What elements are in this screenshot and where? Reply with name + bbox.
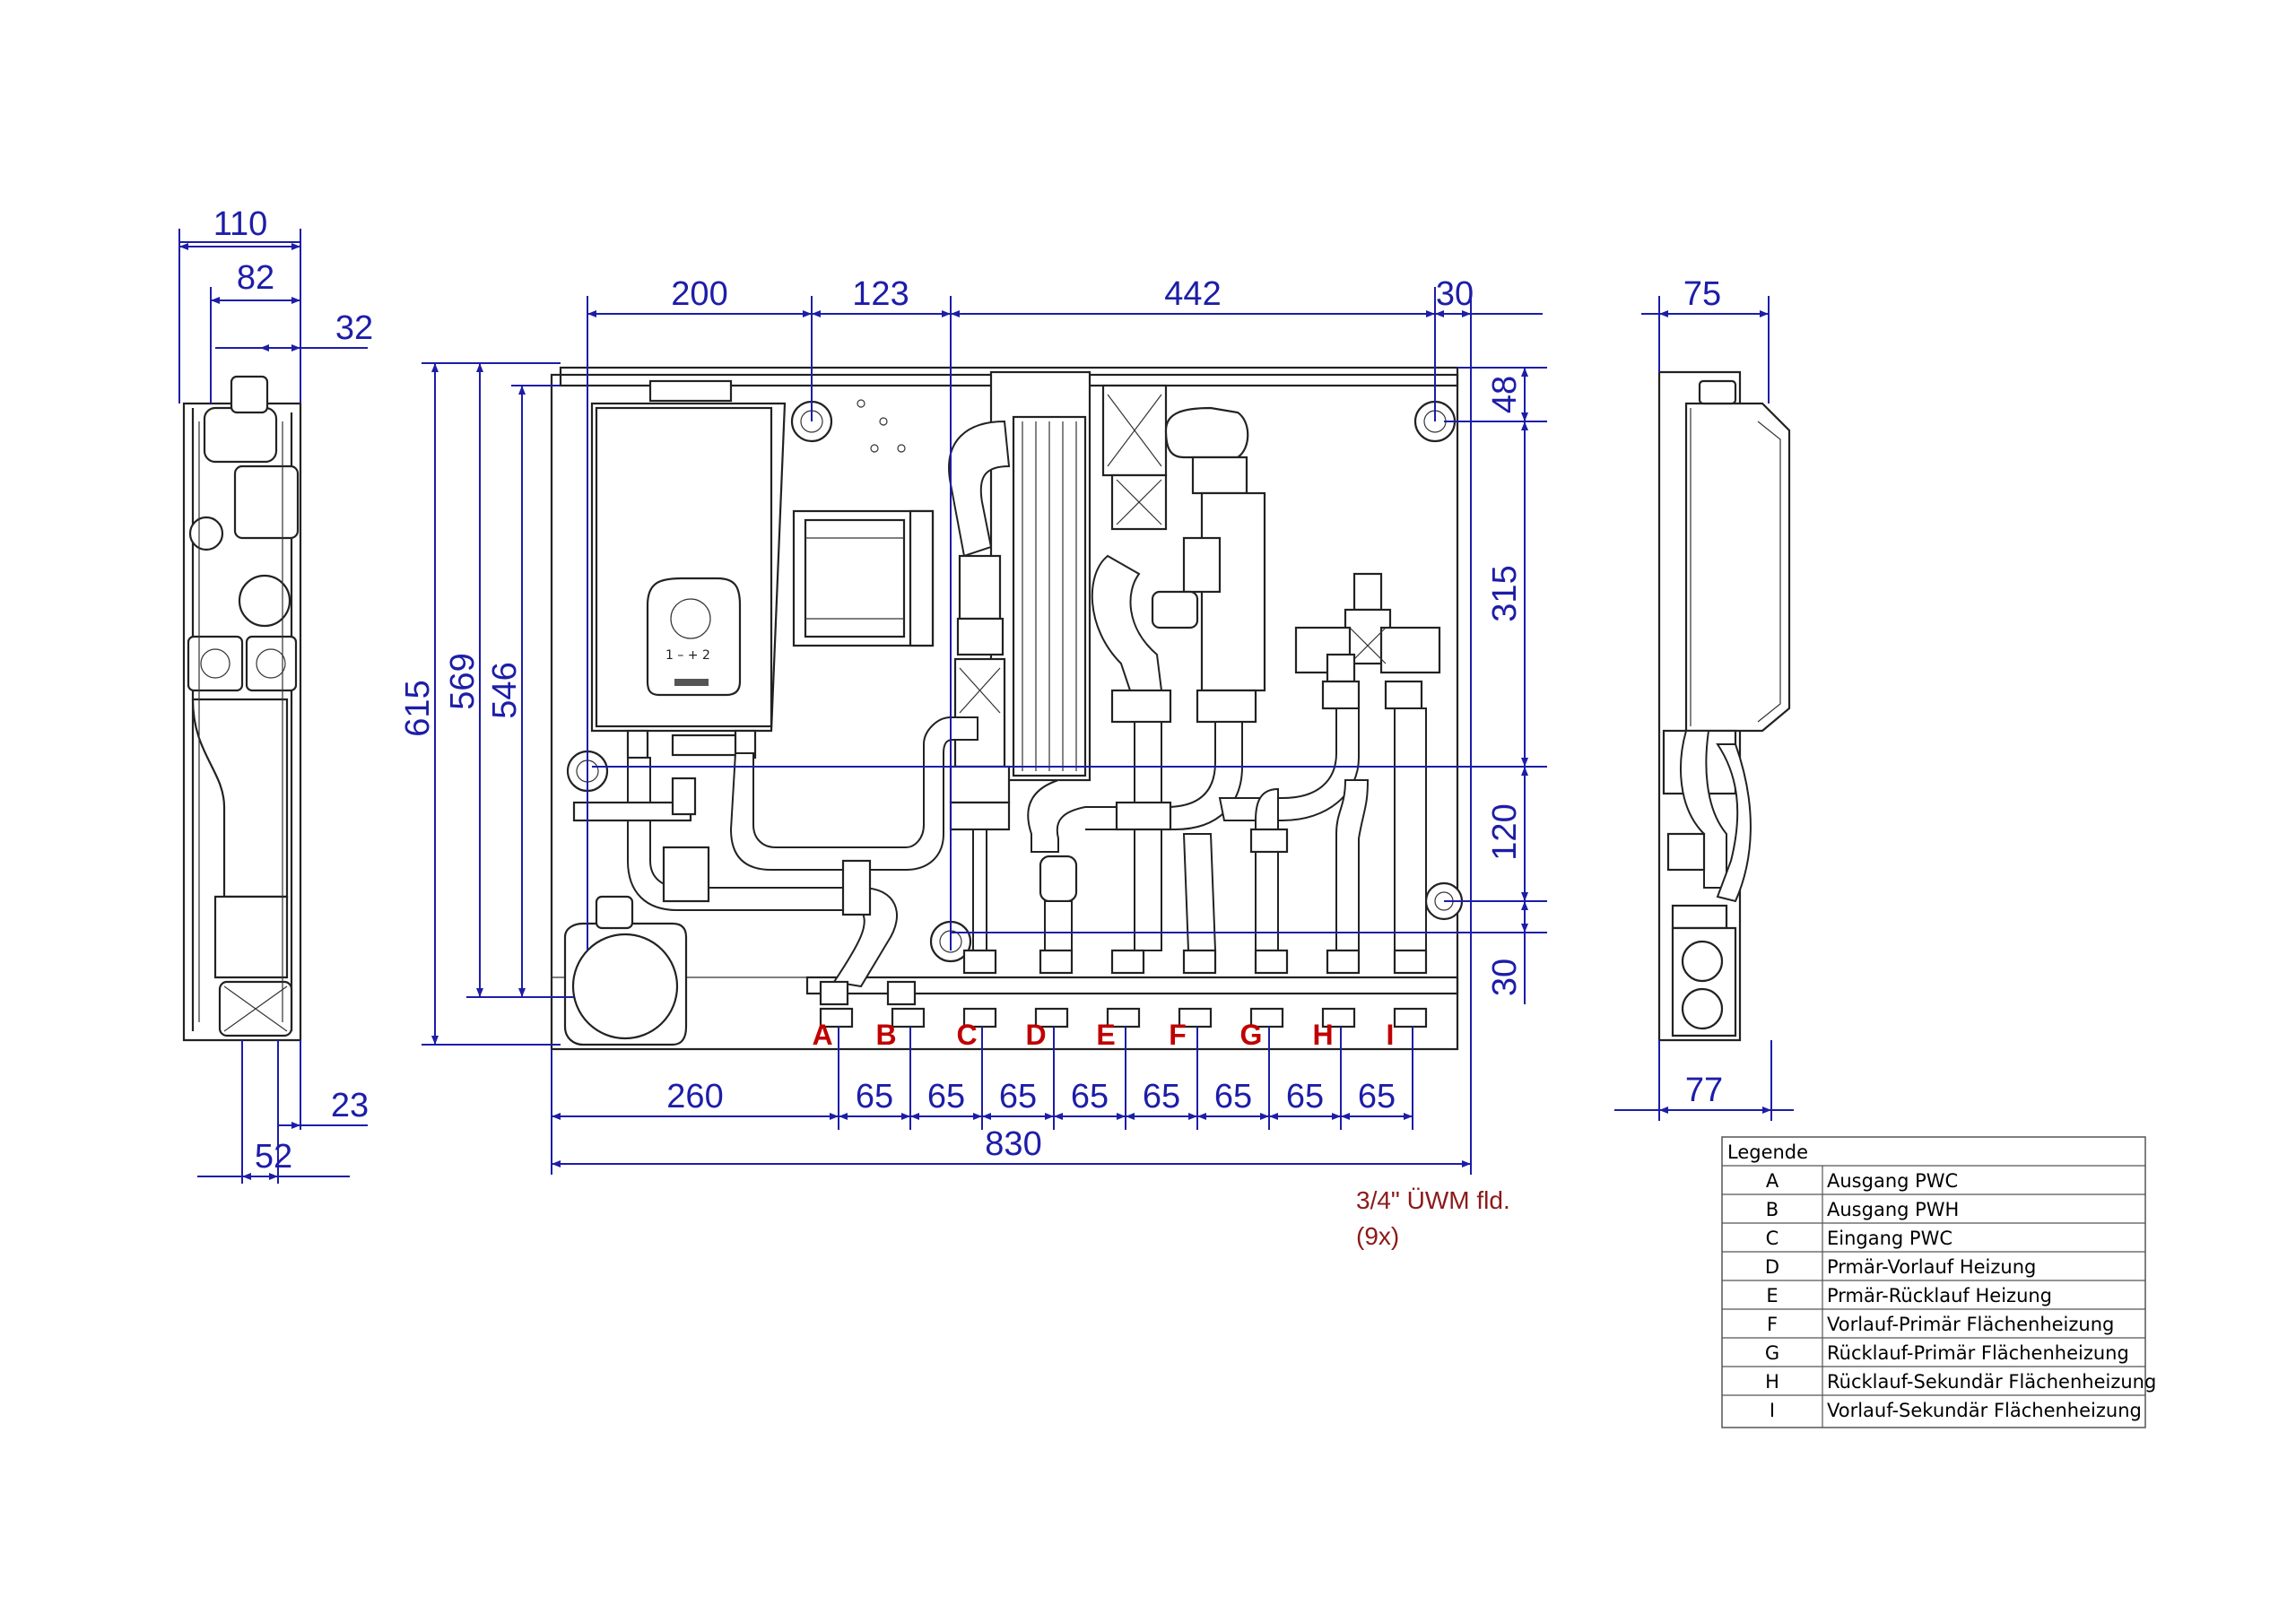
legend-key: G (1765, 1342, 1779, 1364)
front-dim-48: 48 (1486, 376, 1524, 413)
front-dim-615: 615 (399, 680, 437, 736)
port-label-h: H (1312, 1019, 1333, 1051)
legend-key: C (1766, 1228, 1779, 1249)
legend-label: Vorlauf-Primär Flächenheizung (1827, 1314, 2114, 1335)
connection-note: 3/4" ÜWM fld. (9x) (1356, 1186, 1510, 1250)
bottom-dim-65-8: 65 (1358, 1078, 1396, 1115)
port-label-b: B (875, 1019, 896, 1051)
port-labels: A B C D E F G H I (812, 1019, 1394, 1051)
legend-key: B (1766, 1199, 1779, 1220)
legend-label: Eingang PWC (1827, 1228, 1952, 1249)
front-top-dimensions: 200 123 442 30 (587, 275, 1543, 950)
left-dim-52: 52 (255, 1138, 292, 1176)
overall-width-830: 830 (985, 1125, 1041, 1163)
bottom-dim-260: 260 (666, 1078, 723, 1115)
bottom-dim-65-7: 65 (1286, 1078, 1324, 1115)
front-dim-30-right: 30 (1486, 959, 1524, 996)
legend-label: Ausgang PWC (1827, 1170, 1958, 1192)
left-side-view (182, 375, 302, 1042)
bottom-dim-65-1: 65 (856, 1078, 893, 1115)
right-dim-77: 77 (1685, 1072, 1723, 1109)
front-right-dimensions: 48 315 120 30 (592, 367, 1547, 1004)
front-dim-120: 120 (1486, 803, 1524, 860)
connection-note-line1: 3/4" ÜWM fld. (1356, 1186, 1510, 1214)
legend-key: I (1770, 1400, 1775, 1421)
legend-title: Legende (1727, 1141, 1808, 1163)
left-dim-110: 110 (213, 205, 268, 243)
legend-label: Rücklauf-Sekundär Flächenheizung (1827, 1371, 2156, 1393)
front-dim-442: 442 (1164, 275, 1221, 313)
right-dim-75: 75 (1683, 275, 1721, 313)
bottom-dim-65-2: 65 (927, 1078, 965, 1115)
right-side-view (1657, 370, 1791, 1042)
port-label-e: E (1096, 1019, 1115, 1051)
legend-label: Prmär-Rücklauf Heizung (1827, 1285, 2052, 1306)
port-label-d: D (1025, 1019, 1046, 1051)
svg-text:1 – + 2: 1 – + 2 (665, 648, 710, 663)
legend-label: Vorlauf-Sekundär Flächenheizung (1827, 1400, 2142, 1421)
legend-key: H (1765, 1371, 1779, 1393)
legend-label: Rücklauf-Primär Flächenheizung (1827, 1342, 2129, 1364)
bottom-dim-65-6: 65 (1214, 1078, 1252, 1115)
front-dim-123: 123 (852, 275, 909, 313)
left-dim-23: 23 (331, 1087, 369, 1124)
port-label-i: I (1387, 1019, 1395, 1051)
front-bottom-dimensions: 260 65 65 65 65 65 65 65 65 830 (551, 942, 1472, 1175)
front-dim-30-top: 30 (1436, 275, 1474, 313)
front-left-dimensions: 615 569 546 (399, 362, 574, 1046)
legend-label: Prmär-Vorlauf Heizung (1827, 1256, 2036, 1278)
port-label-a: A (812, 1019, 832, 1051)
legend-key: A (1766, 1170, 1779, 1192)
port-label-c: C (956, 1019, 977, 1051)
connection-note-line2: (9x) (1356, 1222, 1399, 1250)
right-side-dimensions: 75 77 (1614, 275, 1794, 1121)
front-dim-315: 315 (1486, 565, 1524, 621)
legend-key: D (1765, 1256, 1779, 1278)
legend-table: Legende A Ausgang PWC B Ausgang PWH C Ei… (1721, 1136, 2156, 1428)
legend-key: F (1767, 1314, 1778, 1335)
front-dim-200: 200 (671, 275, 727, 313)
port-label-g: G (1240, 1019, 1263, 1051)
bottom-dim-65-4: 65 (1071, 1078, 1109, 1115)
front-view: 1 – + 2 (550, 366, 1464, 1051)
port-label-f: F (1169, 1019, 1187, 1051)
legend-label: Ausgang PWH (1827, 1199, 1959, 1220)
left-dim-32: 32 (335, 309, 373, 347)
front-dim-546: 546 (486, 662, 524, 718)
front-dim-569: 569 (444, 653, 482, 709)
bottom-dim-65-3: 65 (999, 1078, 1037, 1115)
left-side-dimensions: 110 82 32 23 52 (178, 205, 373, 1184)
left-dim-82: 82 (237, 259, 274, 297)
bottom-dim-65-5: 65 (1143, 1078, 1180, 1115)
legend-key: E (1766, 1285, 1778, 1306)
